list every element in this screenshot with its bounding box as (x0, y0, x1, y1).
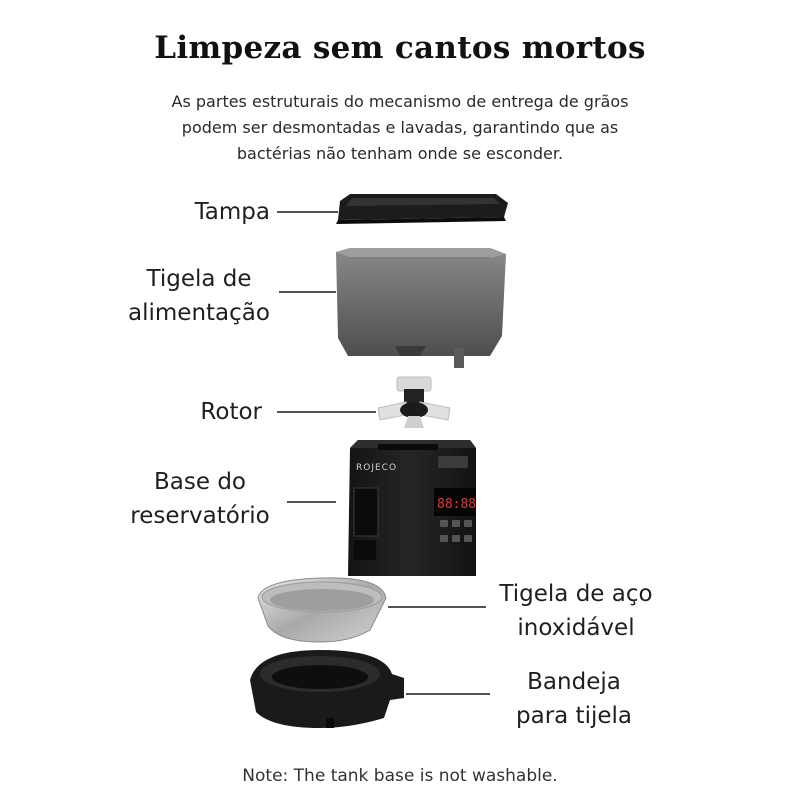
steel-bowl-part (257, 577, 387, 643)
food-bowl-part (336, 248, 506, 368)
label-tray-line1: Bandeja (527, 669, 621, 695)
footer-note: Note: The tank base is not washable. (242, 766, 558, 786)
lid-part (336, 194, 508, 224)
brand-logo: ROJECO (356, 463, 397, 473)
label-steel-bowl-line1: Tigela de aço (499, 581, 653, 607)
page-title: Limpeza sem cantos mortos (154, 30, 646, 66)
leader-lines (277, 211, 490, 695)
label-base-line2: reservatório (130, 503, 270, 529)
led-display: 88:88 (437, 497, 476, 512)
label-steel-bowl: Tigela de aço inoxidável (488, 577, 664, 645)
label-food-bowl-line2: alimentação (128, 300, 270, 326)
label-rotor: Rotor (200, 399, 262, 425)
label-food-bowl: Tigela de alimentação (120, 262, 278, 330)
label-steel-bowl-line2: inoxidável (517, 615, 635, 641)
rotor-part (377, 376, 451, 428)
label-reservoir-base: Base do reservatório (120, 465, 280, 533)
reservoir-base-part (348, 440, 476, 576)
label-food-bowl-line1: Tigela de (146, 266, 252, 292)
bowl-tray-part (250, 650, 404, 728)
label-bowl-tray: Bandeja para tijela (500, 665, 648, 733)
page-subtitle: As partes estruturais do mecanismo de en… (171, 92, 629, 163)
label-lid: Tampa (194, 199, 270, 225)
label-tray-line2: para tijela (516, 703, 632, 729)
label-base-line1: Base do (154, 469, 246, 495)
